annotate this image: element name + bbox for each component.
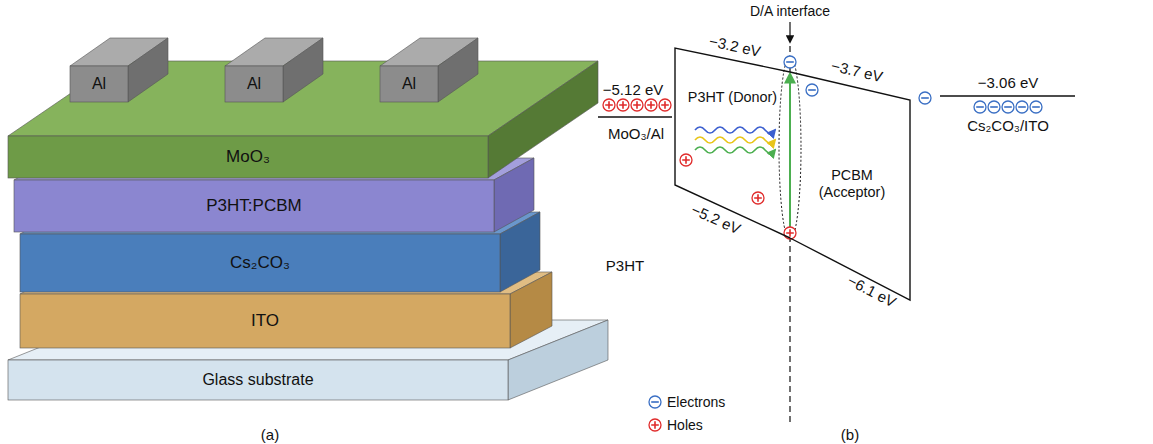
annotation-label: −3.2 eV <box>708 32 763 59</box>
band-outline <box>675 48 790 238</box>
annotation-label: −5.12 eV <box>603 81 663 98</box>
text-area: Al <box>225 66 283 102</box>
annotation-label: (a) <box>261 426 279 443</box>
photon-wave <box>695 137 775 143</box>
energy-band-region: P3HT (Donor) <box>675 48 790 238</box>
annotation-label: −6.1 eV <box>845 272 899 311</box>
legend-label: Electrons <box>667 394 725 410</box>
layer-slab: MoO₃ Al Al Al <box>8 61 598 178</box>
text-area: Cs₂CO₃ <box>20 234 500 292</box>
slab-front <box>8 136 488 178</box>
node-label: PCBM (Acceptor) <box>798 167 906 202</box>
slab-front <box>8 360 508 400</box>
electrode-level <box>598 116 672 117</box>
layer-slab: Al <box>70 38 168 102</box>
energy-band-region: PCBM (Acceptor) <box>790 72 910 300</box>
node-label: Al <box>402 74 416 93</box>
annotation-label: −3.06 eV <box>978 74 1038 91</box>
slab-front <box>20 294 510 348</box>
pointer-arrow <box>789 22 790 42</box>
carrier-symbols <box>680 56 931 239</box>
slab-top <box>8 320 608 360</box>
annotation-label: P3HT <box>606 257 644 274</box>
hole-row <box>603 99 671 111</box>
slab-shape <box>225 38 323 102</box>
text-area: MoO₃ <box>8 136 488 178</box>
slab-side <box>128 38 168 102</box>
node-label: P3HT (Donor) <box>688 89 777 106</box>
text-area: Al <box>70 66 128 102</box>
slab-shape <box>380 38 478 102</box>
annotation-label: Cs₂CO₃/ITO <box>967 117 1049 134</box>
node-label: ITO <box>251 311 279 331</box>
node-label: MoO₃ <box>226 147 270 167</box>
slab-side <box>488 61 598 178</box>
photon-wave <box>695 147 775 153</box>
node-label: P3HT:PCBM <box>206 196 301 216</box>
text-area: PCBM (Acceptor) <box>798 164 906 204</box>
slab-shape <box>70 38 168 102</box>
photon-wave <box>695 127 775 133</box>
slab-front <box>225 66 283 102</box>
electrode-level <box>940 95 1075 96</box>
slab-side <box>438 38 478 102</box>
layer-slab: Al <box>380 38 478 102</box>
slab-front <box>380 66 438 102</box>
annotation-label: D/A interface <box>750 3 830 19</box>
node-label: Al <box>247 74 261 93</box>
band-edge <box>790 72 910 300</box>
node-label: Cs₂CO₃ <box>230 253 290 273</box>
slab-front <box>70 66 128 102</box>
slab-front <box>20 234 500 292</box>
electron-row <box>974 101 1042 113</box>
layer-slab: Al <box>225 38 323 102</box>
text-area: P3HT:PCBM <box>14 180 494 232</box>
exciton-arrow <box>789 74 791 226</box>
annotation-label: MoO₃/Al <box>608 125 664 142</box>
text-area: ITO <box>20 294 510 348</box>
interface-ellipse <box>779 56 801 240</box>
text-area: Al <box>380 66 438 102</box>
annotation-label: −5.2 eV <box>689 201 744 238</box>
slab-side <box>283 38 323 102</box>
slab-top <box>20 272 552 294</box>
node-label: Glass substrate <box>202 370 313 389</box>
slab-top <box>14 158 534 180</box>
text-area: P3HT (Donor) <box>685 78 780 118</box>
annotation-label: −3.7 eV <box>830 57 885 85</box>
slab-front <box>14 180 494 232</box>
legend-symbol <box>649 419 661 431</box>
legend-label: Holes <box>667 417 703 433</box>
band-edge <box>675 48 790 238</box>
slab-top <box>20 212 540 234</box>
annotation-label: (b) <box>841 426 859 443</box>
node-label: Al <box>92 74 106 93</box>
text-area: Glass substrate <box>8 360 508 400</box>
legend-symbol <box>649 396 661 408</box>
slab-side <box>508 320 608 400</box>
